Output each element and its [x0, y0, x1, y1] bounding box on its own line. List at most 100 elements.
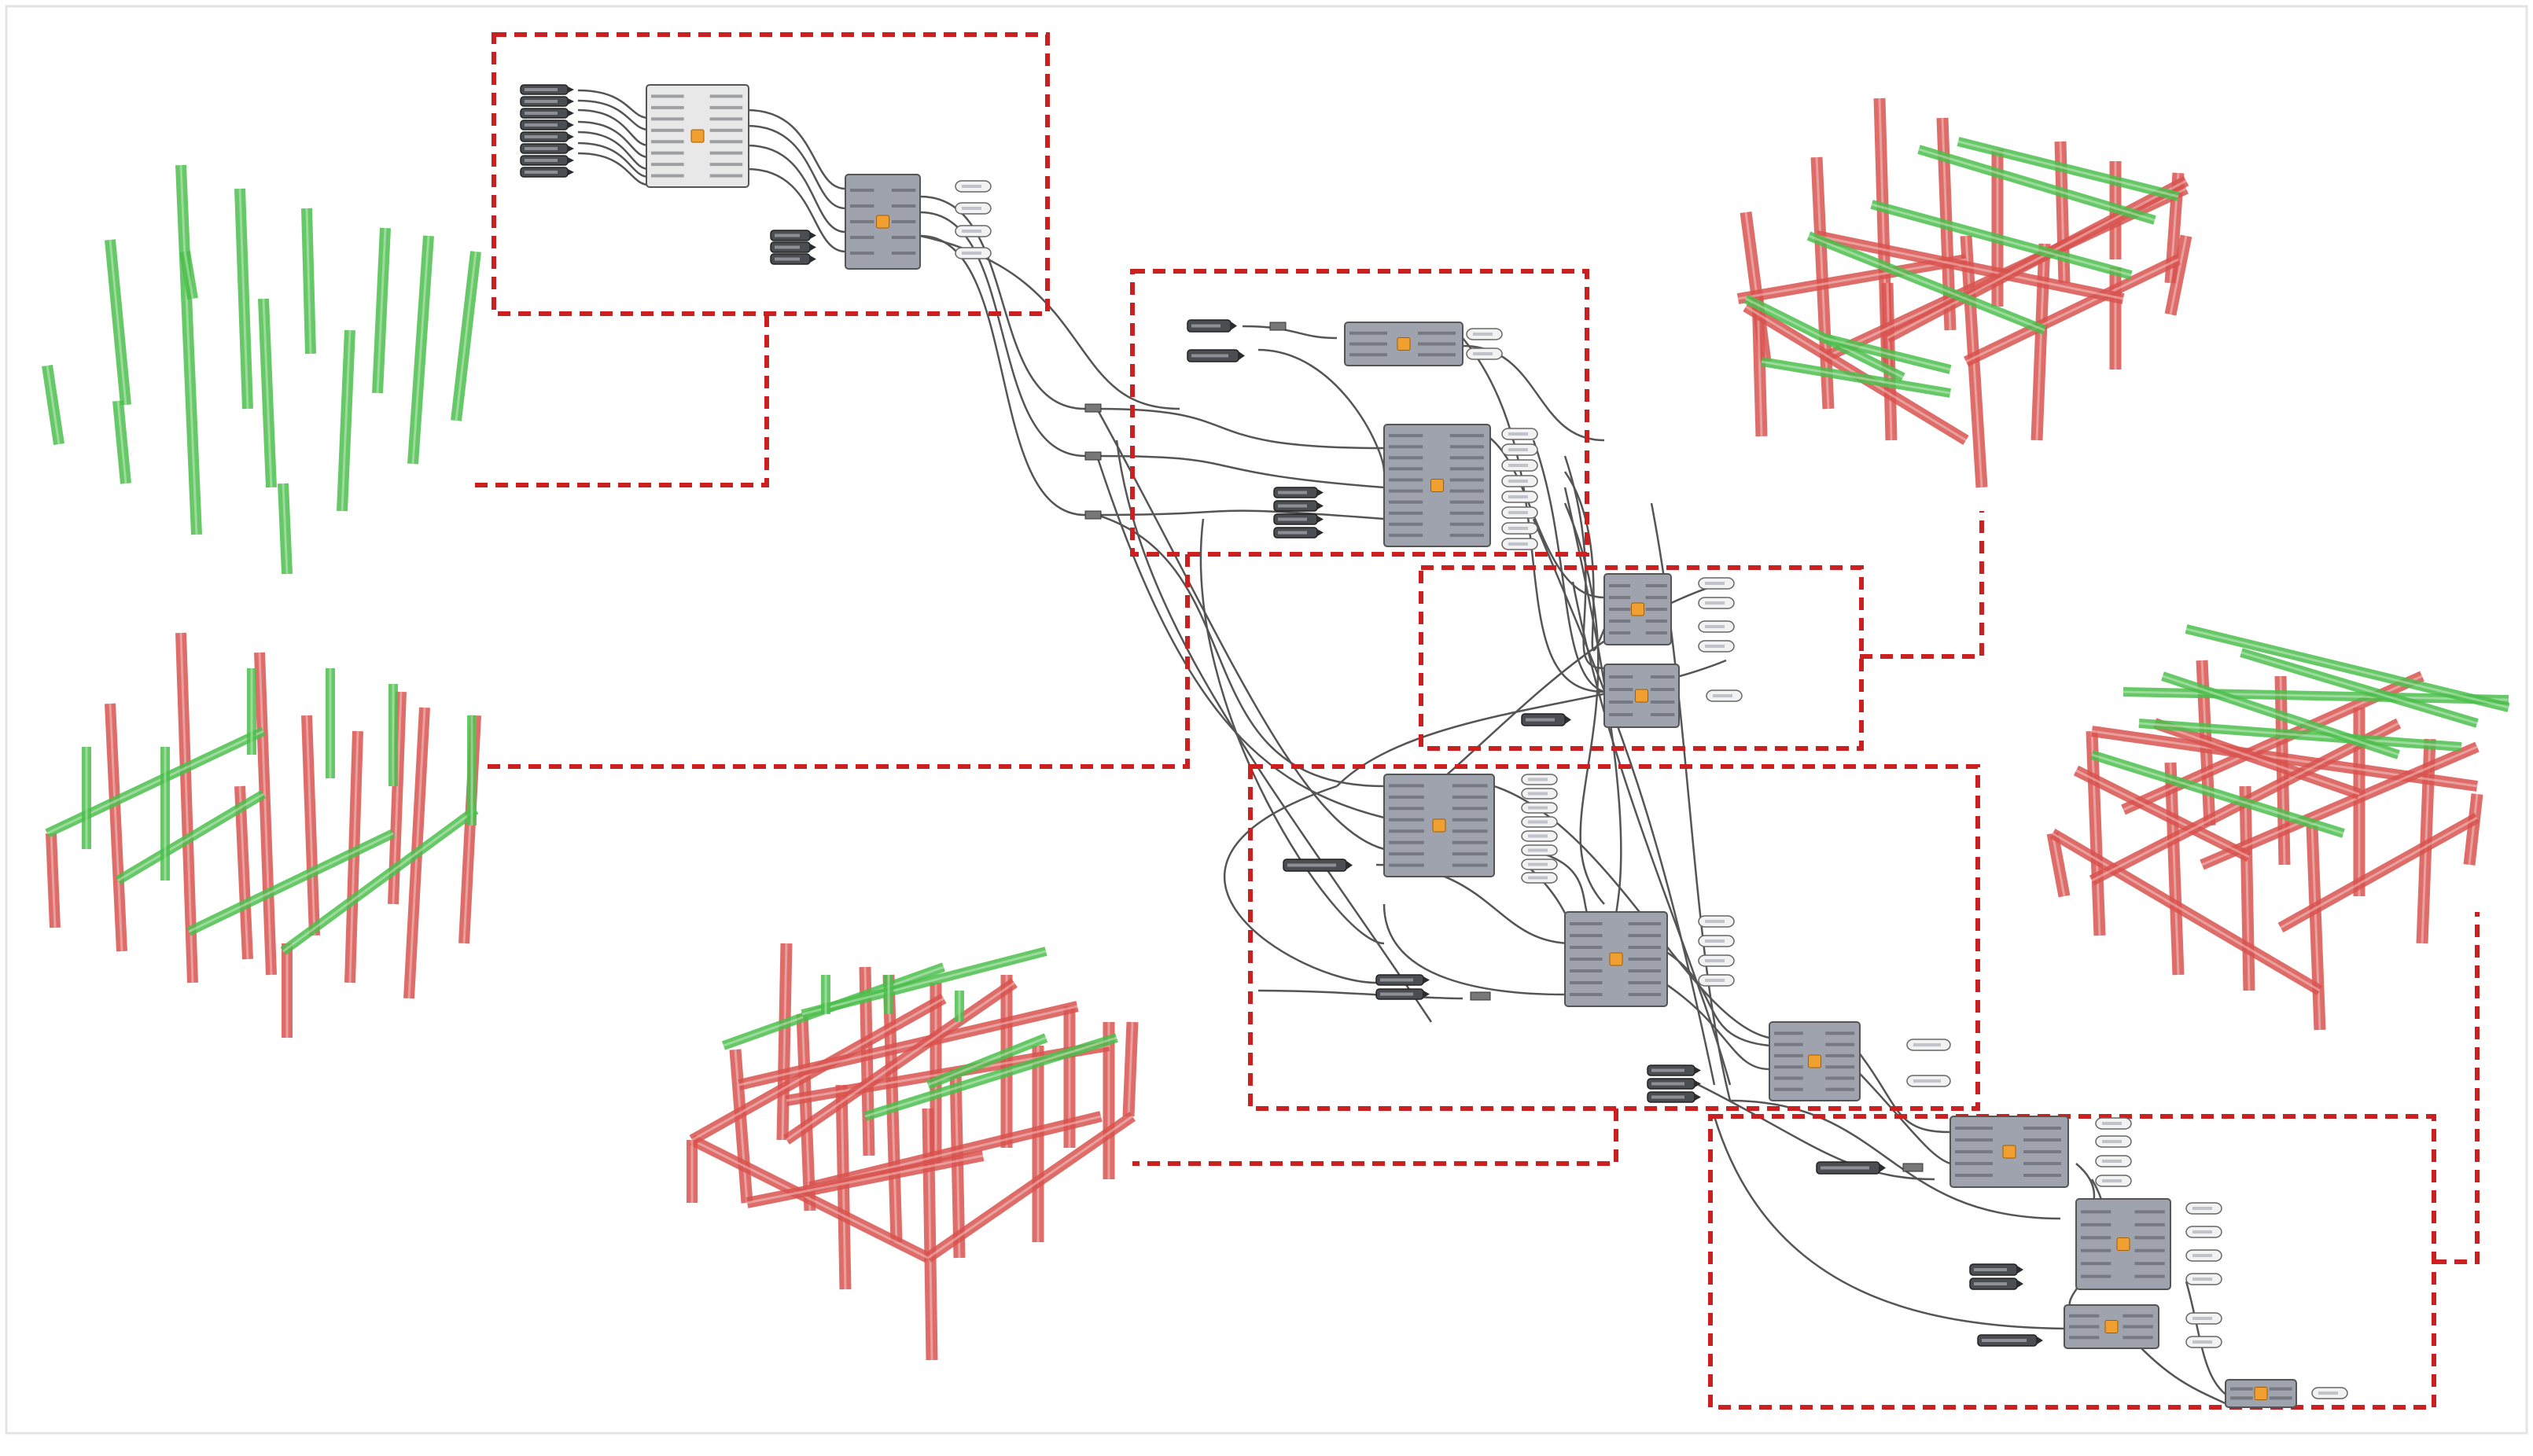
member-highlight: [1957, 140, 2179, 198]
input-label-bar: [1609, 675, 1633, 678]
red-member: [301, 715, 320, 936]
output-grip: [1317, 516, 1324, 523]
member-highlight: [1824, 336, 1951, 371]
component-icon: [1808, 1054, 1821, 1068]
red-member: [746, 1150, 985, 1208]
input-label-bar: [2230, 1387, 2253, 1391]
member-highlight: [238, 188, 249, 410]
input-label-bar: [1609, 700, 1633, 704]
red-member: [1881, 282, 1898, 441]
input-label-bar: [1389, 795, 1424, 799]
input-label-bar: [1570, 981, 1603, 984]
output-label-bar: [1452, 863, 1488, 867]
output-label-bar: [891, 204, 916, 208]
output-label-bar: [1449, 467, 1484, 471]
output-grip: [1317, 502, 1324, 509]
input-label-bar: [1955, 1150, 1993, 1153]
input-label-bar: [850, 236, 874, 239]
wire: [1242, 325, 1338, 340]
member-highlight: [2310, 825, 2321, 1031]
input-label-bar: [1609, 620, 1631, 623]
relay-node[interactable]: [1902, 1163, 1924, 1172]
component-nodes[interactable]: [520, 84, 2348, 1408]
red-member: [1815, 230, 2125, 304]
model-frame-top-right: [1736, 97, 2192, 488]
member-highlight: [738, 1005, 1078, 1086]
input-label-bar: [1570, 922, 1603, 925]
output-panel-label-bar: [962, 207, 981, 210]
output-label-bar: [1825, 1031, 1855, 1035]
member-highlight: [2169, 762, 2180, 976]
green-member: [2161, 671, 2400, 759]
member-highlight: [238, 785, 249, 960]
input-label-bar: [651, 174, 684, 178]
output-panel-label-bar: [1913, 1079, 1941, 1083]
output-label-bar: [1452, 795, 1488, 799]
input-label-bar: [651, 163, 684, 167]
wire: [577, 142, 650, 178]
member-highlight: [2091, 753, 2344, 835]
output-panel-label-bar: [1473, 333, 1493, 336]
member-highlight: [1808, 234, 2045, 332]
wire: [746, 144, 846, 233]
output-panel-label-bar: [2102, 1140, 2122, 1143]
output-panel-label-bar: [962, 185, 981, 188]
member-highlight: [2185, 627, 2509, 709]
output-panel-label-bar: [1508, 511, 1528, 514]
parameter-label-bar: [1278, 491, 1307, 495]
input-label-bar: [651, 94, 684, 98]
wire: [577, 120, 650, 159]
component-icon: [1609, 952, 1623, 966]
output-label-bar: [2122, 1325, 2153, 1329]
input-label-bar: [1389, 784, 1424, 788]
output-label-bar: [1449, 511, 1484, 515]
output-label-bar: [2023, 1150, 2061, 1153]
red-member: [2277, 812, 2480, 933]
relay-node[interactable]: [1084, 403, 1102, 413]
relay-node[interactable]: [1269, 322, 1287, 331]
parameter-label-bar: [1191, 324, 1220, 328]
member-highlight: [2154, 722, 2360, 796]
connector-frame-4: [1132, 1109, 1618, 1166]
output-label-bar: [2122, 1336, 2153, 1340]
red-member: [2030, 243, 2051, 441]
output-label-bar: [1449, 456, 1484, 460]
output-panel-label-bar: [1705, 920, 1725, 923]
relay-node[interactable]: [1084, 451, 1102, 461]
relay-node[interactable]: [1470, 991, 1491, 1001]
output-label-bar: [1628, 934, 1662, 937]
member-highlight: [1886, 282, 1893, 441]
input-label-bar: [1389, 500, 1423, 504]
red-member: [254, 652, 277, 976]
wire: [1096, 509, 1385, 520]
member-highlight: [258, 652, 273, 976]
wire: [1257, 348, 1386, 472]
wire: [746, 108, 846, 190]
output-label-bar: [2269, 1387, 2292, 1391]
input-label-bar: [1570, 946, 1603, 949]
group-frame-3: [1419, 565, 1864, 751]
member-highlight: [117, 792, 264, 882]
output-panel-label-bar: [2318, 1392, 2338, 1395]
input-label-bar: [1389, 445, 1423, 449]
red-member: [2164, 234, 2192, 316]
member-highlight: [1965, 258, 2179, 363]
output-grip: [2037, 1337, 2043, 1344]
red-member: [1884, 175, 2189, 344]
output-label-bar: [1645, 620, 1667, 623]
output-panel-label-bar: [2192, 1340, 2212, 1344]
wire: [1713, 1116, 2077, 1330]
input-label-bar: [1389, 467, 1423, 471]
wire: [1698, 1083, 1935, 1181]
input-label-bar: [651, 105, 684, 109]
output-label-bar: [1645, 608, 1667, 611]
output-panel-label-bar: [2192, 1317, 2212, 1320]
green-member: [2185, 624, 2510, 712]
green-member: [926, 1033, 1048, 1090]
relay-node[interactable]: [1084, 510, 1102, 520]
wire: [577, 99, 650, 131]
green-member: [2090, 750, 2345, 838]
input-label-bar: [651, 151, 684, 155]
member-highlight: [691, 1138, 929, 1259]
